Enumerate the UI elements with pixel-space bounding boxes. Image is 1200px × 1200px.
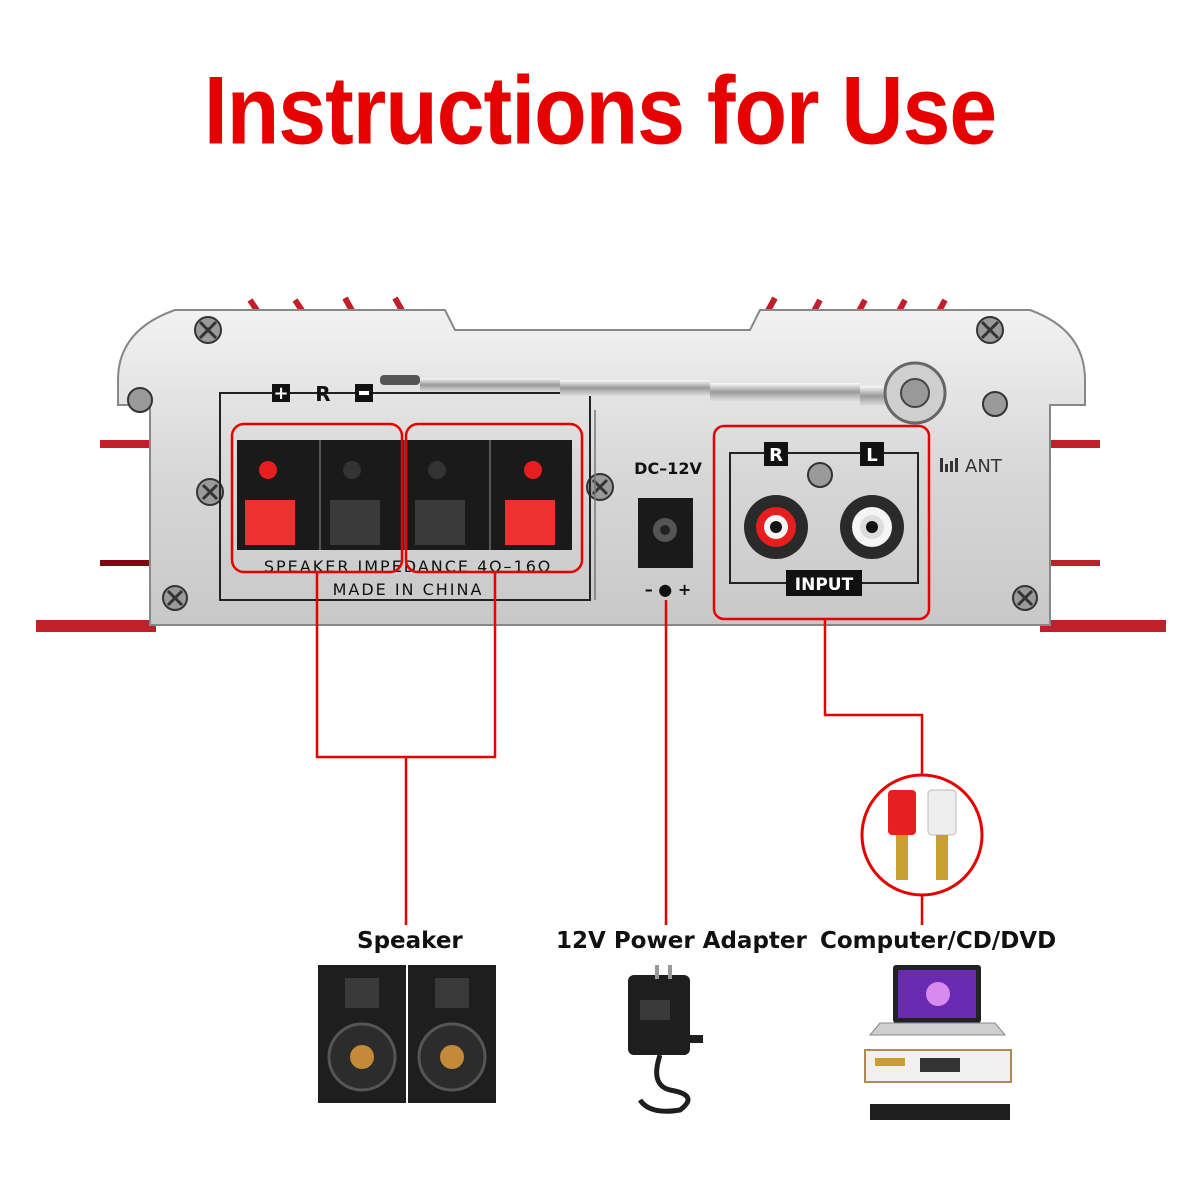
signal-icon [940, 458, 958, 472]
svg-text:+: + [273, 383, 288, 404]
rca-jack-left [840, 495, 904, 559]
made-in-label: MADE IN CHINA [333, 580, 484, 599]
page-title: Instructions for Use [203, 57, 997, 165]
input-l-label: L [866, 445, 877, 466]
speaker-label: Speaker [357, 928, 463, 954]
rca-jack-right [744, 495, 808, 559]
plus-icon [272, 384, 290, 402]
speaker-terminals [237, 440, 572, 550]
connector-lines [315, 572, 924, 925]
antenna [380, 361, 947, 425]
computer-cd-dvd-icon [864, 965, 1012, 1120]
polarity-label: – ● + [645, 580, 692, 599]
source-label: Computer/CD/DVD [820, 928, 1057, 954]
dc-label: DC–12V [634, 459, 702, 478]
input-r-label: R [769, 445, 783, 466]
input-highlight [712, 424, 931, 621]
speaker-icon [318, 965, 496, 1103]
input-label: INPUT [795, 575, 854, 595]
ant-label: ANT [965, 456, 1003, 477]
power-adapter-icon [628, 965, 703, 1114]
power-adapter-label: 12V Power Adapter [556, 928, 807, 954]
right-channel-label: R [315, 382, 330, 406]
rca-cable-icon [860, 773, 984, 897]
